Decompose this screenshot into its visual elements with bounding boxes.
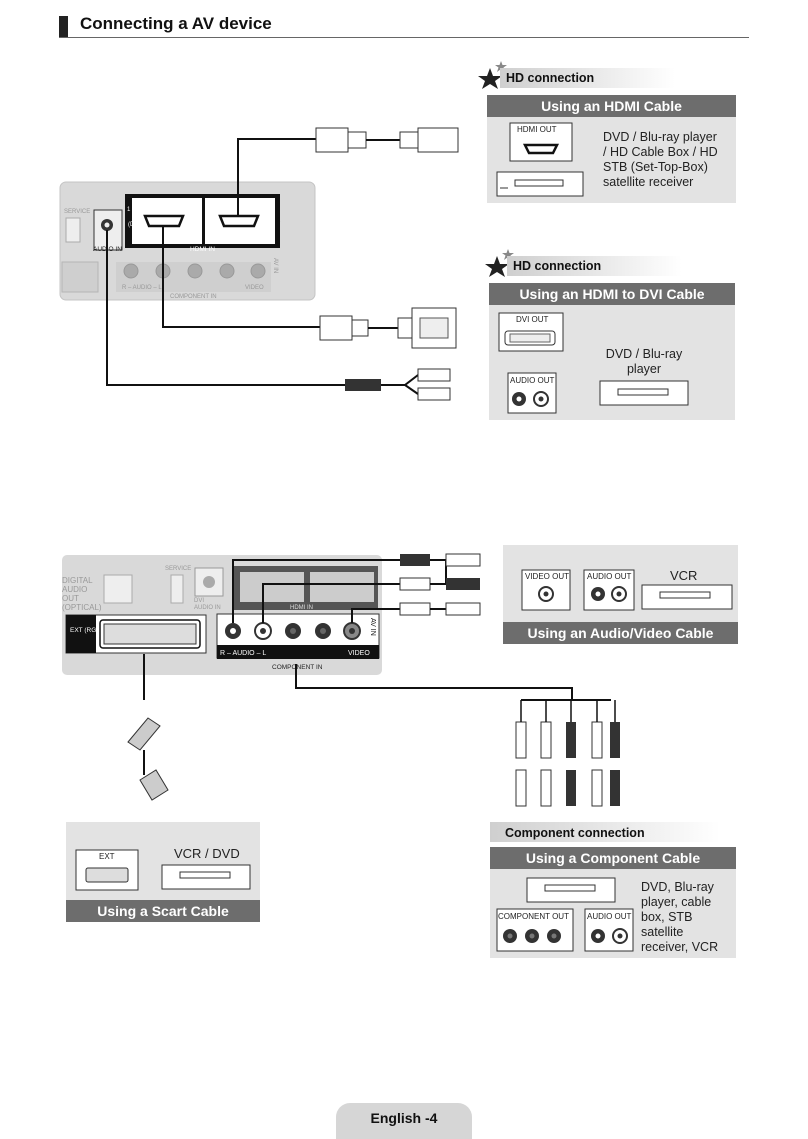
page-title: Connecting a AV device (80, 14, 272, 33)
hdmi-devices-text: DVD / Blu-ray player / HD Cable Box / HD… (603, 130, 718, 189)
component-cable-plugs (515, 700, 620, 807)
bottom-service-label: SERVICE (165, 566, 192, 572)
page-number-badge: English -4 (336, 1103, 472, 1139)
hdmi-dvi-section-label: HD connection (513, 259, 602, 273)
scart-cable-title: Using a Scart Cable (66, 900, 260, 922)
hdmi-out-label: HDMI OUT (517, 125, 557, 134)
scart-cable-plug (127, 717, 169, 801)
av-cable-plugs (399, 553, 481, 616)
tv-service-label: SERVICE (64, 209, 90, 215)
dvi-player-icon (599, 380, 689, 406)
top-av-in-label: AV IN (272, 258, 278, 274)
hdmi-in-label: HDMI IN (190, 246, 215, 253)
dvi-audio-out-label: AUDIO OUT (510, 376, 555, 385)
component-section-label: Component connection (505, 826, 645, 840)
tv-audio-out-label: R – AUDIO – L (122, 285, 162, 291)
hdmi-player-icon (496, 171, 584, 197)
video-out-label: VIDEO OUT (525, 572, 570, 581)
tv-video-label: VIDEO (245, 285, 264, 291)
hdmi-cable-connector-left (315, 127, 400, 153)
hdmi-section-label: HD connection (506, 71, 595, 85)
header-rule (59, 37, 749, 38)
scart-device-label: VCR / DVD (174, 846, 240, 861)
hdmi-cable-connector-right (399, 127, 459, 153)
digital-audio-out-label: DIGITAL AUDIO OUT (OPTICAL) (62, 576, 102, 612)
bottom-av-in-label: AV IN (369, 618, 376, 636)
hdmi-port-1-label: 1 (127, 207, 131, 213)
component-cable-title: Using a Component Cable (490, 847, 736, 869)
dvi-out-label: DVI OUT (516, 315, 549, 324)
service-port (65, 217, 81, 243)
bottom-dvi-audio-label: DVI AUDIO IN (194, 598, 221, 611)
component-audio-out-label: AUDIO OUT (587, 912, 632, 921)
component-out-label: COMPONENT OUT (498, 912, 569, 921)
av-cable-title: Using an Audio/Video Cable (503, 622, 738, 644)
bottom-component-in-label: COMPONENT IN (272, 664, 323, 671)
hdmi-dvi-cable-title: Using an HDMI to DVI Cable (489, 283, 735, 305)
scart-device-icon (161, 864, 251, 890)
ext-rgb-label: EXT (RGB) (70, 627, 103, 634)
bottom-hdmi-in-label: HDMI IN (290, 605, 313, 611)
hdmi-dvi-cable-connector (319, 307, 457, 349)
dvi-label: (DVI) (128, 222, 142, 228)
dvi-devices-text: DVD / Blu-ray player (605, 347, 683, 376)
component-devices-text: DVD, Blu-ray player, cable box, STB sate… (641, 880, 719, 954)
av-device-label: VCR (670, 568, 698, 583)
vcr-icon (641, 584, 733, 610)
ext-port-label: EXT (99, 852, 115, 861)
bottom-audio-label: R – AUDIO – L (220, 650, 266, 657)
component-in-label-top: COMPONENT IN (170, 294, 217, 300)
bottom-video-label: VIDEO (348, 650, 370, 657)
hdmi-cable-title: Using an HDMI Cable (487, 95, 736, 117)
hdmi-port-2-label: 2 (277, 218, 281, 224)
av-audio-out-label: AUDIO OUT (587, 572, 632, 581)
header-accent-bar (59, 16, 68, 38)
audio-cable-connector (345, 368, 451, 401)
component-device-icon (526, 877, 616, 903)
